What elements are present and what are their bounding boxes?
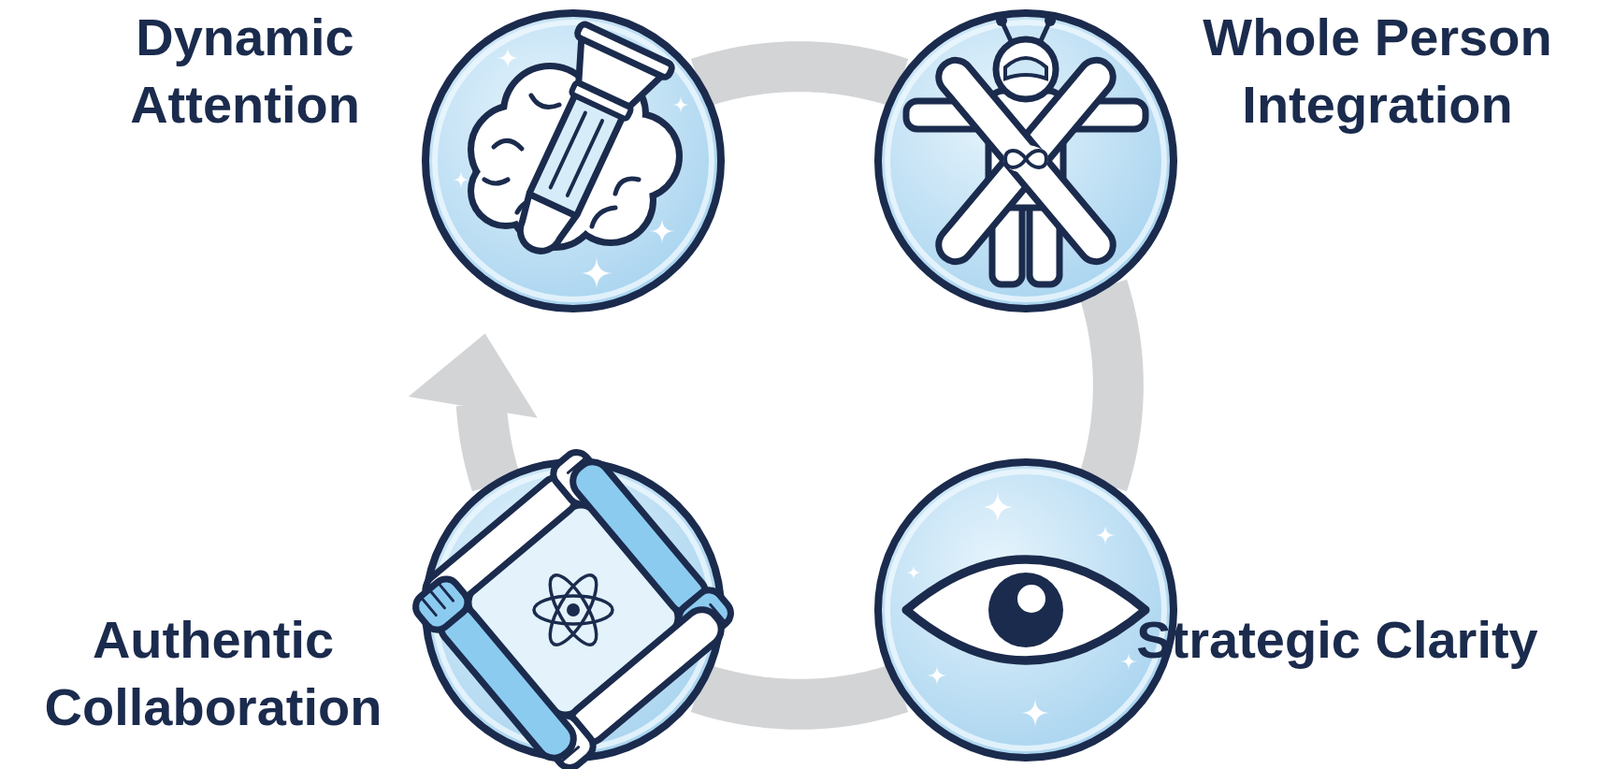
stage-label: Dynamic Attention xyxy=(39,3,451,138)
eye-icon xyxy=(906,559,1146,661)
sparkle xyxy=(672,96,690,114)
sparkle xyxy=(1120,652,1138,670)
stage-label: Strategic Clarity xyxy=(1131,605,1543,674)
sparkle xyxy=(452,171,470,188)
circle-body xyxy=(878,461,1174,758)
stage-label: Whole Person Integration xyxy=(1171,3,1584,138)
atom-symbol xyxy=(533,568,613,651)
circle-rim xyxy=(434,22,712,300)
circle-outline xyxy=(418,6,728,316)
circle-rim xyxy=(434,471,712,749)
circle-rim xyxy=(887,22,1165,300)
cycle-connector xyxy=(408,333,538,485)
label-block: Strategic Clarity xyxy=(1131,605,1543,674)
ring-arc xyxy=(698,66,901,83)
circle-rim xyxy=(887,471,1165,749)
sparkle xyxy=(1095,524,1116,546)
sparkle xyxy=(496,46,519,70)
ring-arc xyxy=(698,687,901,704)
ring-arc xyxy=(481,403,497,484)
stage-circle: Authentic Collaboration xyxy=(418,455,728,764)
flashlight-icon xyxy=(486,22,674,271)
hands-icon xyxy=(402,438,745,769)
stage-circle: Dynamic Attention xyxy=(418,6,728,316)
cycle-connector xyxy=(1102,287,1119,484)
label-block: Whole Person Integration xyxy=(1171,3,1584,138)
ring-arc xyxy=(1102,287,1119,484)
stage-circle: Whole Person Integration xyxy=(871,6,1181,316)
figure-icon xyxy=(906,14,1146,285)
circle-outline xyxy=(871,6,1181,316)
cycle-connector xyxy=(698,687,901,704)
sparkle xyxy=(1020,697,1051,728)
sparkle xyxy=(579,256,614,290)
circle-outline xyxy=(871,455,1181,764)
sparkle xyxy=(906,564,922,580)
circle-body xyxy=(878,13,1174,309)
circle-outline xyxy=(418,455,728,764)
stage-circle: Strategic Clarity xyxy=(871,455,1181,764)
cycle-connector xyxy=(698,66,901,83)
sparkle xyxy=(648,217,676,245)
sparkle xyxy=(926,664,948,686)
arrow-head xyxy=(408,333,538,419)
circle-body xyxy=(425,13,721,309)
label-block: Authentic Collaboration xyxy=(7,605,419,740)
stage-label: Authentic Collaboration xyxy=(7,605,419,740)
label-block: Dynamic Attention xyxy=(39,3,451,138)
sparkle xyxy=(980,490,1015,524)
